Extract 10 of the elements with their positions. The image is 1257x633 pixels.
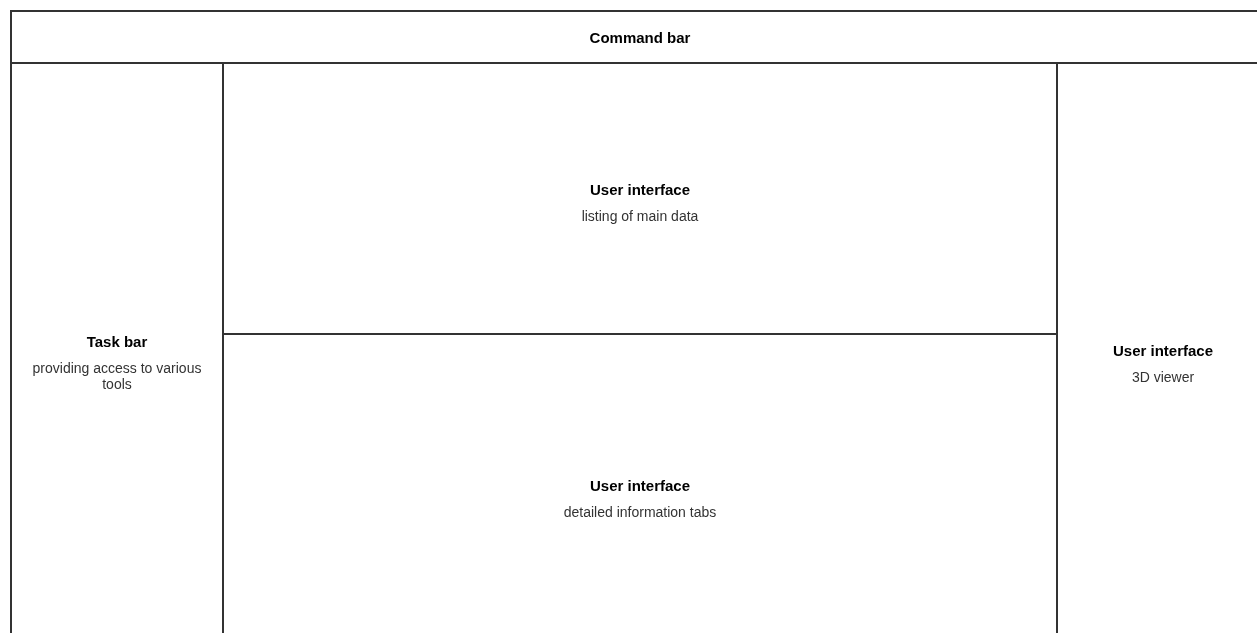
panel-description: detailed information tabs [563,503,717,520]
panel-heading: Command bar [589,28,691,46]
panel-heading: Task bar [86,332,148,350]
panel-description: listing of main data [581,208,699,224]
panel-heading: User interface [589,476,691,494]
panel-heading: User interface [589,181,691,198]
command-bar [10,10,1257,64]
panel-heading: User interface [1112,342,1214,359]
panel-description: 3D viewer [1131,369,1195,385]
panel-description: providing access to various tools [31,359,203,392]
